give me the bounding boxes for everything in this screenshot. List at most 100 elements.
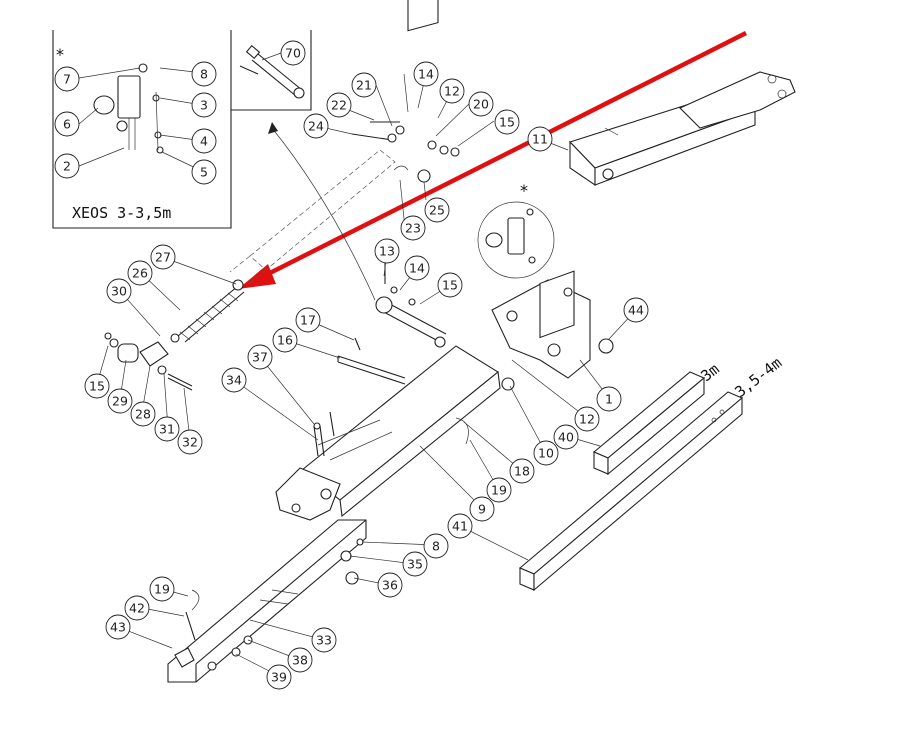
balloon-33: 33 — [311, 627, 337, 653]
svg-text:19: 19 — [154, 582, 170, 597]
balloon-32: 32 — [177, 429, 203, 455]
svg-text:18: 18 — [514, 464, 530, 479]
balloon-11: 11 — [527, 126, 553, 152]
svg-text:15: 15 — [89, 379, 105, 394]
svg-text:31: 31 — [159, 422, 175, 437]
svg-text:8: 8 — [200, 67, 208, 82]
balloon-4: 4 — [191, 128, 217, 154]
svg-text:17: 17 — [300, 313, 316, 328]
svg-text:42: 42 — [129, 601, 145, 616]
balloon-40: 40 — [553, 424, 579, 450]
balloon-35: 35 — [402, 551, 428, 577]
svg-text:22: 22 — [331, 98, 347, 113]
svg-text:70: 70 — [285, 46, 301, 61]
svg-text:16: 16 — [277, 333, 293, 348]
balloon-16: 16 — [272, 327, 298, 353]
balloon-41: 41 — [447, 513, 473, 539]
detail-asterisk: * — [520, 181, 528, 200]
svg-text:9: 9 — [478, 502, 486, 517]
balloon-31: 31 — [154, 416, 180, 442]
part-40-tube — [592, 371, 706, 476]
svg-text:40: 40 — [558, 430, 574, 445]
svg-text:2: 2 — [63, 159, 71, 174]
svg-text:6: 6 — [63, 117, 71, 132]
balloon-25: 25 — [424, 197, 450, 223]
balloon-23: 23 — [400, 215, 426, 241]
balloon-15b: 15 — [84, 373, 110, 399]
highlight-arrow — [238, 30, 748, 289]
part-11-drawing — [568, 71, 796, 187]
pins-34-37 — [313, 411, 469, 457]
balloon-6: 6 — [54, 111, 80, 137]
svg-text:1: 1 — [605, 392, 613, 407]
balloon-43: 43 — [105, 614, 131, 640]
svg-text:37: 37 — [252, 350, 268, 365]
balloon-26: 26 — [127, 260, 153, 286]
svg-text:5: 5 — [200, 165, 208, 180]
svg-text:21: 21 — [356, 78, 372, 93]
balloon-22: 22 — [326, 92, 352, 118]
balloon-12b: 12 — [574, 406, 600, 432]
svg-text:13: 13 — [379, 244, 395, 259]
balloon-8: 8 — [191, 61, 217, 87]
svg-text:33: 33 — [316, 633, 332, 648]
balloon-13: 13 — [374, 238, 400, 264]
balloon-29: 29 — [107, 388, 133, 414]
svg-text:3: 3 — [200, 98, 208, 113]
balloon-37: 37 — [247, 344, 273, 370]
svg-text:28: 28 — [135, 407, 151, 422]
inset-bracket-assembly — [93, 63, 164, 154]
part-1-bracket — [491, 270, 614, 379]
svg-text:26: 26 — [132, 266, 148, 281]
balloon-3: 3 — [191, 92, 217, 118]
balloon-19b: 19 — [149, 576, 175, 602]
svg-text:15: 15 — [442, 278, 458, 293]
balloon-20: 20 — [468, 91, 494, 117]
svg-text:19: 19 — [491, 483, 507, 498]
part-70-drawing — [239, 44, 305, 99]
part-33-lower-arm — [167, 519, 367, 683]
svg-text:15: 15 — [499, 115, 515, 130]
balloon-44: 44 — [623, 297, 649, 323]
svg-text:36: 36 — [382, 578, 398, 593]
svg-text:12: 12 — [444, 84, 460, 99]
svg-text:14: 14 — [409, 261, 425, 276]
inset-asterisk: * — [56, 45, 64, 64]
washers-35-36 — [340, 538, 364, 585]
balloon-15c: 15 — [437, 272, 463, 298]
svg-text:38: 38 — [292, 653, 308, 668]
svg-text:20: 20 — [473, 97, 489, 112]
balloon-5: 5 — [191, 159, 217, 185]
balloon-28: 28 — [130, 401, 156, 427]
balloon-7: 7 — [54, 66, 80, 92]
svg-text:24: 24 — [308, 119, 324, 134]
svg-text:8: 8 — [432, 539, 440, 554]
part-balloons: 7 8 3 6 4 2 5 70 21 14 12 20 22 24 15 25… — [54, 40, 649, 690]
svg-text:34: 34 — [226, 373, 242, 388]
balloon-21: 21 — [351, 72, 377, 98]
svg-text:23: 23 — [405, 221, 421, 236]
svg-text:10: 10 — [538, 446, 554, 461]
inset-caption: XEOS 3-3,5m — [72, 204, 171, 222]
balloon-9: 9 — [469, 496, 495, 522]
part-9-main-beam — [275, 345, 515, 521]
spring-26 — [170, 279, 245, 343]
svg-text:41: 41 — [452, 519, 468, 534]
svg-text:27: 27 — [155, 250, 171, 265]
balloon-14b: 14 — [404, 255, 430, 281]
balloon-19a: 19 — [486, 477, 512, 503]
svg-text:43: 43 — [110, 620, 126, 635]
inset-frame: XEOS 3-3,5m * — [52, 30, 312, 229]
balloon-12a: 12 — [439, 78, 465, 104]
leader-lines — [78, 52, 637, 677]
balloon-24: 24 — [303, 113, 329, 139]
balloon-30: 30 — [106, 278, 132, 304]
balloon-18: 18 — [509, 458, 535, 484]
balloon-39: 39 — [266, 664, 292, 690]
balloon-8b: 8 — [423, 533, 449, 559]
balloon-27: 27 — [150, 244, 176, 270]
balloon-15a: 15 — [494, 109, 520, 135]
part-41-tube — [518, 391, 744, 592]
svg-text:39: 39 — [271, 670, 287, 685]
